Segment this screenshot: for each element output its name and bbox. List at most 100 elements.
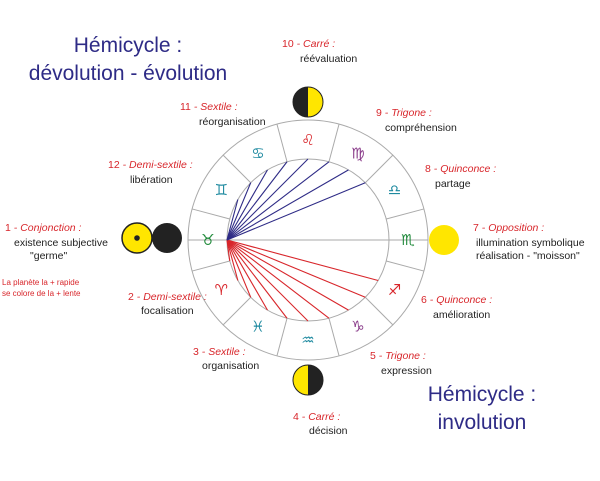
phase-label-4: 4 - Carré : décision xyxy=(293,411,348,437)
red-aspect-line xyxy=(226,239,379,282)
first-quarter-outline xyxy=(292,364,324,396)
phase-desc: amélioration xyxy=(433,309,490,321)
last-quarter-outline xyxy=(292,86,324,118)
title-top-line2: dévolution - évolution xyxy=(29,62,227,85)
sagittarius-glyph-icon: ♐ xyxy=(388,281,401,299)
red-aspect-line xyxy=(226,239,252,298)
wheel-spoke xyxy=(276,318,288,357)
phase-label-1: 1 - Conjonction : existence subjective "… xyxy=(5,222,108,262)
phase-label-9: 9 - Trigone : compréhension xyxy=(376,107,457,134)
phase-number: 6 xyxy=(421,294,427,306)
moon-phase-first-quarter xyxy=(292,364,324,396)
moon-phase-new xyxy=(121,222,182,254)
phase-desc: expression xyxy=(381,365,432,377)
phase-aspect: Trigone : xyxy=(385,350,426,362)
phase-aspect: Carré : xyxy=(303,38,335,50)
svg-text:11 - Sextile :: 11 - Sextile : xyxy=(180,101,238,113)
taurus-glyph-icon: ♉ xyxy=(201,231,214,249)
blue-aspect-line xyxy=(226,199,239,241)
svg-text:7 - Opposition :: 7 - Opposition : xyxy=(473,222,544,234)
wheel-spoke xyxy=(222,296,252,326)
phase-aspect: Quinconce : xyxy=(440,163,496,175)
scorpio-glyph-icon: ♏ xyxy=(401,231,415,249)
phase-label-5: 5 - Trigone : expression xyxy=(370,350,432,377)
wheel-spoke xyxy=(328,123,340,162)
phase-aspect: Quinconce : xyxy=(436,294,492,306)
last-quarter-dark-half xyxy=(293,87,308,117)
sun-center-dot xyxy=(134,235,140,241)
phase-number: 10 xyxy=(282,38,294,50)
aries-glyph-icon: ♈ xyxy=(215,281,228,299)
wheel-spoke xyxy=(191,208,230,220)
phase-aspect: Opposition : xyxy=(488,222,544,234)
aspect-lines xyxy=(226,158,379,322)
red-aspect-line xyxy=(226,239,268,311)
phase-aspect: Trigone : xyxy=(391,107,432,119)
moon-phase-last-quarter xyxy=(292,86,324,118)
svg-text:2 - Demi-sextile :: 2 - Demi-sextile : xyxy=(128,291,207,303)
phase-aspect: Conjonction : xyxy=(20,222,81,234)
title-bottom-line2: involution xyxy=(438,411,527,434)
blue-aspect-line xyxy=(226,161,288,241)
moon-phase-full xyxy=(429,225,459,255)
note-line1: La planète la + rapide xyxy=(2,278,80,287)
phase-desc: "germe" xyxy=(30,250,67,262)
red-aspect-line xyxy=(226,239,330,319)
phase-number: 3 xyxy=(193,346,199,358)
sign-glyphs: ♈♉♊♋♌♍♎♏♐♑♒♓ xyxy=(201,131,415,349)
first-quarter-dark-half xyxy=(308,365,323,395)
phase-desc: réorganisation xyxy=(199,116,266,128)
svg-text:3 - Sextile :: 3 - Sextile : xyxy=(193,346,246,358)
libra-glyph-icon: ♎ xyxy=(388,181,401,199)
phase-aspect: Sextile : xyxy=(200,101,237,113)
title-top-line1: Hémicycle : xyxy=(74,34,183,57)
blue-aspect-line xyxy=(226,182,252,241)
pisces-glyph-icon: ♓ xyxy=(251,318,264,336)
full-moon-disc xyxy=(429,225,459,255)
red-aspect-line xyxy=(226,239,366,298)
first-quarter-light-half xyxy=(293,365,308,395)
phase-desc: décision xyxy=(309,425,348,437)
svg-text:9 - Trigone :: 9 - Trigone : xyxy=(376,107,432,119)
phase-number: 4 xyxy=(293,411,299,423)
wheel-spoke xyxy=(364,296,394,326)
red-aspect-line xyxy=(226,239,288,319)
svg-text:10 - Carré :: 10 - Carré : xyxy=(282,38,335,50)
phase-number: 9 xyxy=(376,107,382,119)
phase-label-8: 8 - Quinconce : partage xyxy=(425,163,496,190)
phase-desc: réalisation - "moisson" xyxy=(476,250,580,262)
phase-number: 8 xyxy=(425,163,431,175)
svg-text:1 - Conjonction :: 1 - Conjonction : xyxy=(5,222,82,234)
phase-aspect: Sextile : xyxy=(208,346,245,358)
aquarius-glyph-icon: ♒ xyxy=(301,331,314,349)
phase-desc: compréhension xyxy=(385,122,457,134)
phase-number: 7 xyxy=(473,222,479,234)
phase-label-10: 10 - Carré : réévaluation xyxy=(282,38,357,65)
phase-label-6: 6 - Quinconce : amélioration xyxy=(421,294,492,321)
blue-aspect-line xyxy=(226,169,268,241)
new-moon-disc xyxy=(152,223,182,253)
wheel-spoke xyxy=(276,123,288,162)
wheel-spokes xyxy=(191,123,425,357)
leo-glyph-icon: ♌ xyxy=(301,131,314,149)
wheel-spoke xyxy=(328,318,340,357)
phase-aspect: Demi-sextile : xyxy=(129,159,193,171)
red-aspect-line xyxy=(226,239,309,322)
phase-desc: libération xyxy=(130,174,173,186)
svg-text:4 - Carré :: 4 - Carré : xyxy=(293,411,340,423)
red-aspect-line xyxy=(226,239,239,281)
phase-desc: partage xyxy=(435,178,471,190)
last-quarter-light-half xyxy=(308,87,323,117)
blue-aspect-line xyxy=(226,169,349,241)
title-bottom-line1: Hémicycle : xyxy=(428,383,537,406)
phase-number: 11 xyxy=(180,101,191,113)
cancer-glyph-icon: ♋ xyxy=(251,144,264,162)
phase-aspect: Carré : xyxy=(308,411,340,423)
phase-aspect: Demi-sextile : xyxy=(143,291,207,303)
virgo-glyph-icon: ♍ xyxy=(351,144,364,162)
phase-desc: réévaluation xyxy=(300,53,357,65)
blue-aspect-line xyxy=(226,182,366,241)
phase-label-7: 7 - Opposition : illumination symbolique… xyxy=(473,222,585,262)
zodiac-wheel: ♈♉♊♋♌♍♎♏♐♑♒♓ xyxy=(187,119,429,361)
phase-number: 12 xyxy=(108,159,120,171)
